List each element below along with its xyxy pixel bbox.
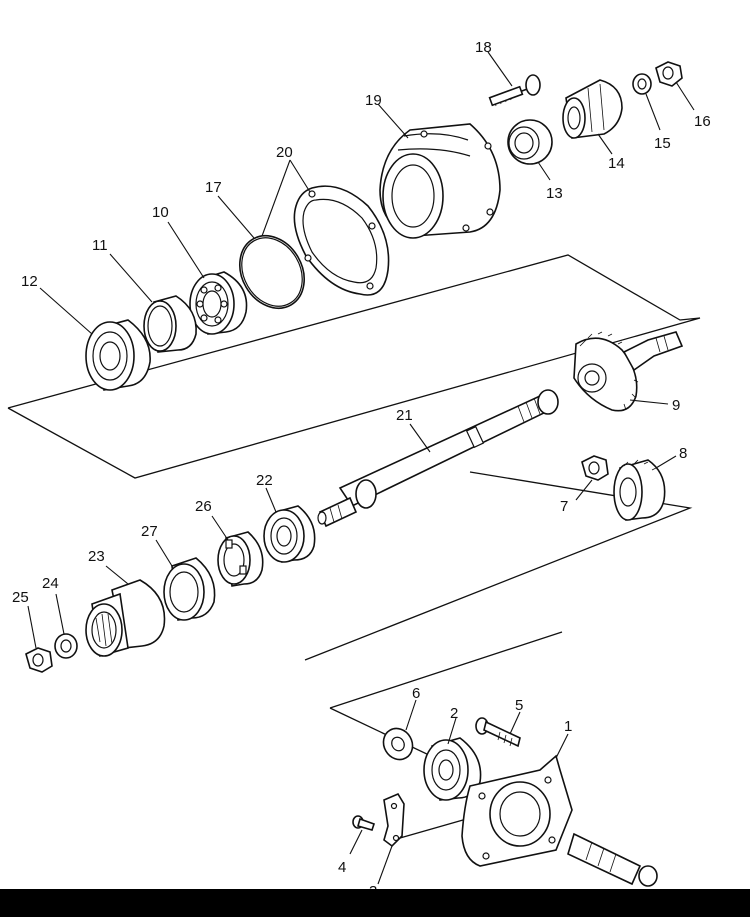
label-14: 14 xyxy=(608,155,625,172)
label-22: 22 xyxy=(256,472,273,489)
label-23: 23 xyxy=(88,548,105,565)
part-24-washer xyxy=(54,633,78,659)
part-21-shaft xyxy=(317,389,559,528)
part-19-housing xyxy=(379,123,501,239)
part-17-o-ring xyxy=(239,235,305,309)
part-13-oil-seal xyxy=(507,119,553,165)
label-9: 9 xyxy=(672,397,680,414)
footer-bar xyxy=(0,889,750,917)
part-2-bearing xyxy=(423,737,482,801)
label-18: 18 xyxy=(475,39,492,56)
part-18-bolt xyxy=(488,74,541,107)
part-16-nut xyxy=(655,61,683,87)
part-9-bevel-gear xyxy=(573,331,684,412)
part-5-bolt xyxy=(475,717,521,748)
label-5: 5 xyxy=(515,697,523,714)
label-26: 26 xyxy=(195,498,212,515)
label-8: 8 xyxy=(679,445,687,462)
label-15: 15 xyxy=(654,135,671,152)
part-8-gear xyxy=(613,459,666,521)
part-1-case xyxy=(461,754,658,887)
assembly-frame-upper xyxy=(7,254,701,479)
part-12-bearing xyxy=(85,319,151,391)
part-4-screw xyxy=(352,815,376,831)
part-23-coupling xyxy=(85,579,166,658)
label-2: 2 xyxy=(450,705,458,722)
label-19: 19 xyxy=(365,92,382,109)
label-10: 10 xyxy=(152,204,169,221)
assembly-frame-middle xyxy=(304,471,693,661)
label-24: 24 xyxy=(42,575,59,592)
label-17: 17 xyxy=(205,179,222,196)
label-16: 16 xyxy=(694,113,711,130)
label-13: 13 xyxy=(546,185,563,202)
part-27-bearing xyxy=(163,557,216,621)
part-10-ball-bearing xyxy=(189,271,248,335)
part-3-bracket xyxy=(383,792,405,848)
label-12: 12 xyxy=(21,273,38,290)
label-27: 27 xyxy=(141,523,158,540)
part-22-bearing xyxy=(263,505,316,563)
label-6: 6 xyxy=(412,685,420,702)
label-7: 7 xyxy=(560,498,568,515)
label-21: 21 xyxy=(396,407,413,424)
part-15-washer xyxy=(632,73,652,95)
label-11: 11 xyxy=(92,237,108,254)
label-1: 1 xyxy=(564,718,572,735)
part-11-ring xyxy=(143,295,197,353)
label-4: 4 xyxy=(338,859,346,876)
part-14-sleeve xyxy=(562,79,623,139)
part-25-nut xyxy=(25,647,53,673)
label-20: 20 xyxy=(276,144,293,161)
part-6-washer xyxy=(382,727,414,761)
part-7-nut xyxy=(581,455,609,481)
label-25: 25 xyxy=(12,589,29,606)
part-26-ring xyxy=(217,531,264,587)
part-20-gasket xyxy=(293,185,390,296)
